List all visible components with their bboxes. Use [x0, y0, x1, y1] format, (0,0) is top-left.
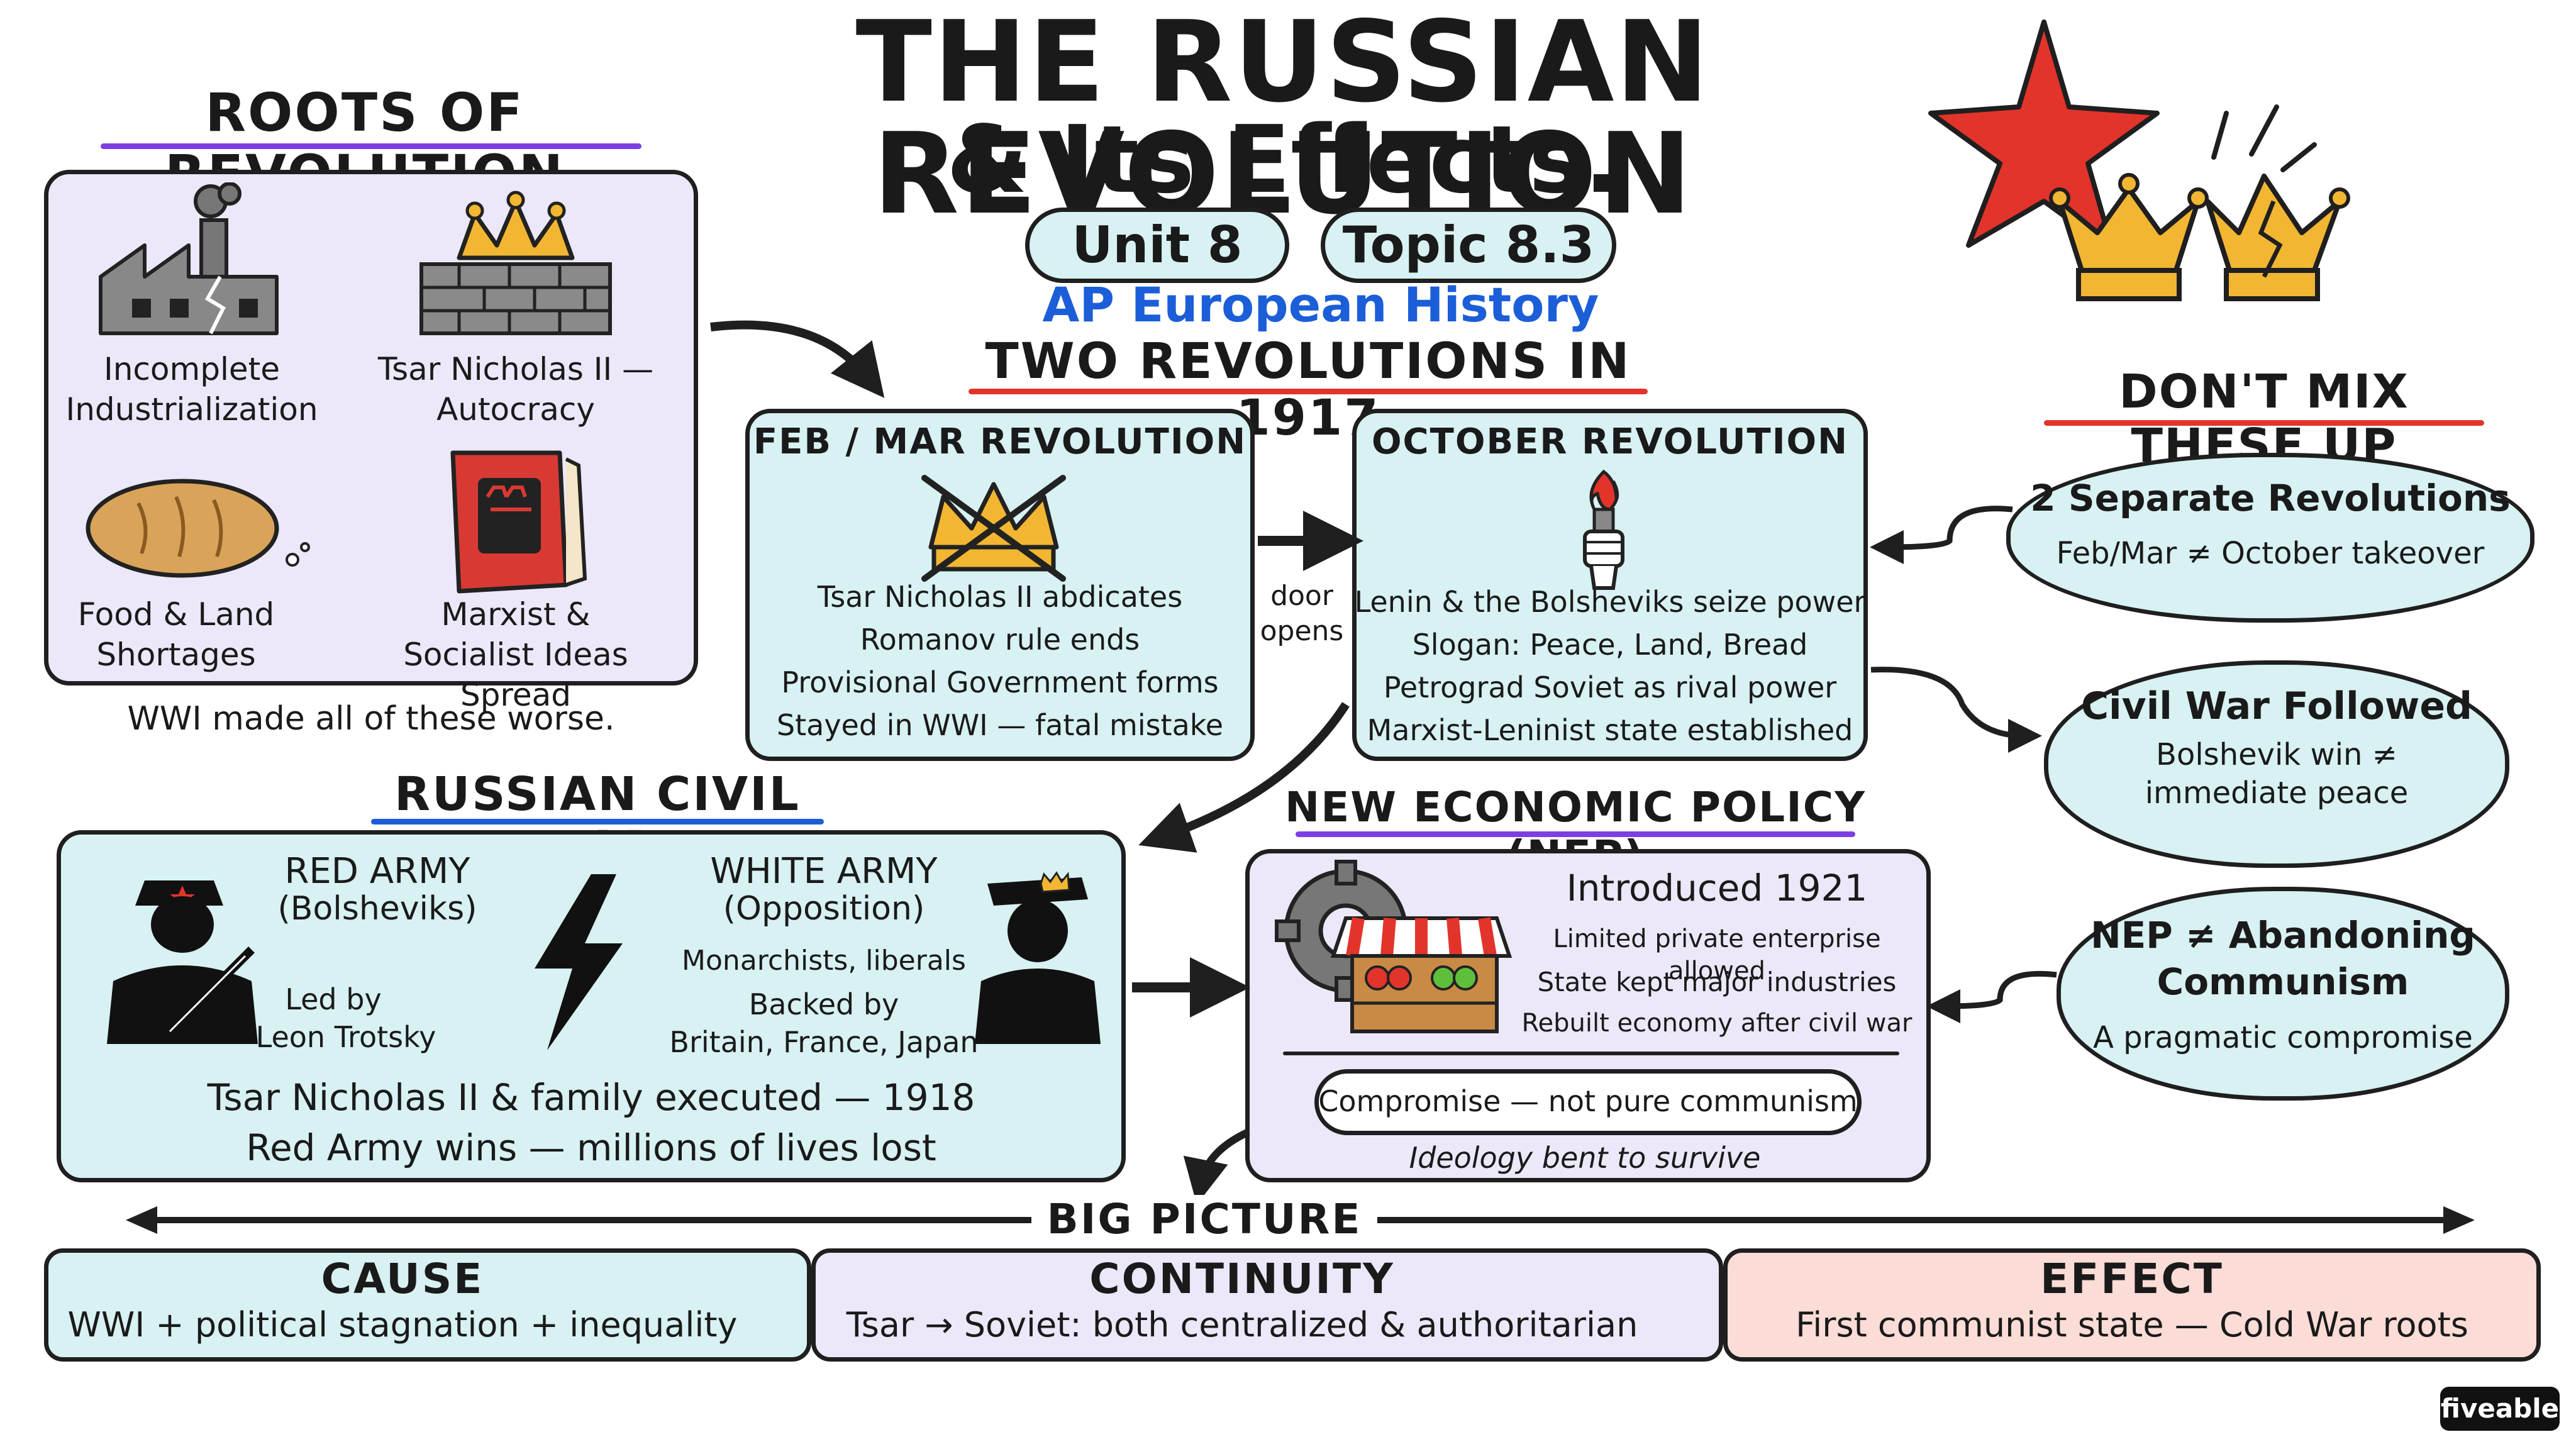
feb-revolution-box [745, 409, 1255, 761]
fiveable-logo: fiveable [2440, 1387, 2560, 1431]
effect-label: EFFECT [2040, 1255, 2224, 1303]
torch-fist-icon [1583, 469, 1624, 590]
market-stall-icon [1330, 916, 1513, 1033]
civil-war-line-2: Red Army wins — millions of lives lost [246, 1126, 936, 1169]
cause-box [44, 1248, 811, 1362]
white-army-name: WHITE ARMY [710, 851, 938, 892]
fist-book-icon [450, 450, 587, 594]
dont-mix-underline [2044, 420, 2484, 426]
effect-box [1723, 1248, 2541, 1362]
cloud1-to-oct-arrow [1870, 506, 2013, 564]
root-item-food-land: Food & Land Shortages [77, 596, 275, 673]
page-subtitle: & Its Effects. [946, 106, 1620, 214]
cloud-2-title: Civil War Followed [2081, 684, 2472, 728]
course-label: AP European History [1042, 277, 1599, 333]
white-army-backed: Backed by [748, 987, 899, 1021]
roots-box [44, 170, 698, 686]
cause-label: CAUSE [321, 1255, 484, 1303]
white-army-members: Monarchists, liberals [682, 945, 966, 977]
nep-to-bigpicture-arrow [1183, 1128, 1250, 1205]
cloud-civil-war-followed [2044, 660, 2509, 868]
red-soldier-icon [107, 880, 258, 1044]
oct-line-3: Petrograd Soviet as rival power [1383, 670, 1837, 704]
roots-note: WWI made all of these worse. [127, 700, 615, 738]
continuity-label: CONTINUITY [1089, 1255, 1395, 1303]
unit-badge: Unit 8 [1025, 208, 1289, 283]
two-revolutions-underline [969, 389, 1648, 394]
feb-revolution-title: FEB / MAR REVOLUTION [753, 421, 1247, 462]
cloud-3-text: A pragmatic compromise [2093, 1020, 2473, 1055]
dont-mix-title: DON'T MIX THESE UP [2119, 365, 2409, 473]
white-army-sub: (Opposition) [723, 890, 925, 928]
civil-war-underline [371, 819, 824, 824]
gear-market-stall-icon [1275, 860, 1513, 1033]
root-item-marxist-ideas: Marxist & Socialist Ideas Spread [403, 596, 628, 713]
nep-line-3: Rebuilt economy after civil war [1521, 1009, 1913, 1038]
oct-line-4: Marxist-Leninist state established [1367, 713, 1853, 747]
effect-text: First communist state — Cold War roots [1796, 1305, 2468, 1345]
crown-right-icon [2205, 174, 2350, 301]
big-picture-arrowhead-left [126, 1206, 157, 1234]
civil-war-line-1: Tsar Nicholas II & family executed — 191… [207, 1076, 975, 1119]
factory-icon [99, 182, 279, 335]
red-star-icon [1928, 19, 2160, 254]
oct-to-civilwar-arrow [1138, 702, 1350, 853]
topic-badge: Topic 8.3 [1321, 208, 1616, 283]
crossed-crown-icon [921, 475, 1066, 582]
red-army-sub: (Bolsheviks) [277, 890, 477, 928]
door-opens-label: door opens [1260, 580, 1344, 648]
nep-speech-bubble [1314, 1069, 1862, 1135]
cloud-nep-not-abandoning [2057, 887, 2509, 1101]
continuity-box [811, 1248, 1723, 1362]
white-soldier-icon [975, 871, 1101, 1044]
nep-caption: Ideology bent to survive [1409, 1141, 1761, 1175]
bread-icon [86, 479, 310, 578]
star-crowns-illustration [1928, 19, 2350, 301]
red-army-name: RED ARMY [284, 851, 470, 892]
nep-divider [1283, 1052, 1899, 1055]
nep-line-2: State kept major industries [1537, 967, 1897, 997]
feb-line-1: Tsar Nicholas II abdicates [817, 580, 1183, 614]
october-revolution-title: OCTOBER REVOLUTION [1371, 421, 1849, 462]
cloud3-to-nep-arrow [1926, 970, 2057, 1023]
feb-line-3: Provisional Government forms [781, 665, 1219, 699]
page-title: THE RUSSIAN REVOLUTION [855, 0, 1711, 239]
cloud-3-title: NEP ≠ Abandoning Communism [2090, 914, 2475, 1004]
continuity-text: Tsar → Soviet: both centralized & author… [846, 1305, 1638, 1345]
nep-bubble-text: Compromise — not pure communism [1318, 1084, 1858, 1118]
root-item-industrialization: Incomplete Industrialization [65, 351, 318, 428]
cloud-2-text: Bolshevik win ≠ immediate peace [2145, 737, 2409, 811]
feb-line-4: Stayed in WWI — fatal mistake [776, 708, 1224, 742]
root-item-autocracy: Tsar Nicholas II — Autocracy [377, 351, 654, 428]
big-picture-title: BIG PICTURE [1038, 1195, 1371, 1243]
nep-line-1: Limited private enterprise allowed [1553, 924, 1881, 986]
feb-line-2: Romanov rule ends [860, 623, 1140, 657]
nep-intro: Introduced 1921 [1566, 867, 1868, 909]
oct-to-cloud2-arrow [1870, 667, 2042, 753]
red-army-leader: Leon Trotsky [255, 1020, 436, 1054]
cause-text: WWI + political stagnation + inequality [67, 1305, 738, 1345]
roots-to-feb-arrow [710, 320, 885, 398]
two-revolutions-title: TWO REVOLUTIONS IN 1917 [985, 333, 1631, 447]
cloud-1-title: 2 Separate Revolutions [2030, 477, 2511, 519]
white-army-backers: Britain, France, Japan [669, 1025, 979, 1059]
big-picture-arrowhead-right [2443, 1206, 2475, 1234]
oct-line-2: Slogan: Peace, Land, Bread [1412, 628, 1808, 662]
red-army-led: Led by [285, 982, 382, 1016]
roots-underline [101, 143, 641, 149]
crown-on-wall-icon [419, 191, 612, 335]
nep-underline [1296, 831, 1855, 837]
lightning-bolt-icon [535, 874, 623, 1050]
crown-left-icon [2049, 173, 2209, 301]
oct-line-1: Lenin & the Bolsheviks seize power [1354, 585, 1866, 619]
cloud-1-text: Feb/Mar ≠ October takeover [2056, 536, 2485, 571]
cloud-separate-revolutions [2006, 453, 2534, 623]
